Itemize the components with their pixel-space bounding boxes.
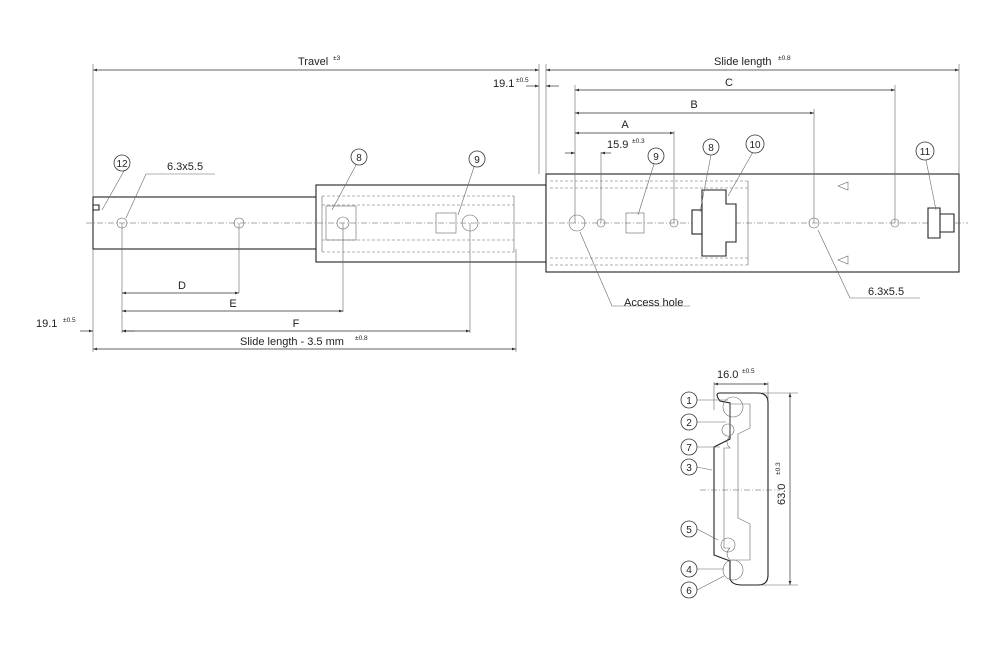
access-hole xyxy=(568,214,586,232)
locking-block-right xyxy=(625,212,645,234)
width-label: 16.0 xyxy=(717,369,738,381)
slide-length-label: Slide length xyxy=(714,56,772,68)
inner-profile xyxy=(723,403,751,561)
part-3: 3 xyxy=(686,463,692,474)
dimension-labels: Travel ±3 Slide length ±0.8 19.1 ±0.5 C … xyxy=(36,55,904,348)
top-dimensions xyxy=(92,64,960,223)
slot-left-label: 6.3x5.5 xyxy=(167,161,203,173)
slide-minus-tol: ±0.8 xyxy=(355,335,368,342)
slide-minus-label: Slide length - 3.5 mm xyxy=(240,336,344,348)
callout-12: 12 xyxy=(116,159,128,170)
leader-lines xyxy=(101,151,937,307)
part-7: 7 xyxy=(686,443,692,454)
dim-b-label: B xyxy=(690,99,697,111)
end-notch xyxy=(92,204,100,211)
height-label: 63.0 xyxy=(776,484,788,505)
access-hole-label: Access hole xyxy=(624,297,683,309)
offset-left-tol: ±0.5 xyxy=(63,317,76,324)
offset-left-label: 19.1 xyxy=(36,318,57,330)
dim-c-label: C xyxy=(725,77,733,89)
dim-d-label: D xyxy=(178,280,186,292)
part-1: 1 xyxy=(686,396,692,407)
slot-right-label: 6.3x5.5 xyxy=(868,286,904,298)
bottom-dimensions xyxy=(80,223,517,352)
callout-12-circle xyxy=(113,154,131,172)
callout-8-right: 8 xyxy=(708,143,714,154)
travel-label: Travel xyxy=(298,56,328,68)
callout-9-right: 9 xyxy=(653,152,659,163)
hole-offset-tol: ±0.3 xyxy=(632,138,645,145)
dim-f-label: F xyxy=(293,318,300,330)
hole-offset-label: 15.9 xyxy=(607,139,628,151)
outer-profile xyxy=(713,392,769,586)
part-5: 5 xyxy=(686,525,692,536)
part-2: 2 xyxy=(686,418,692,429)
height-tol: ±0.3 xyxy=(775,462,782,475)
slide-length-tol: ±0.8 xyxy=(778,55,791,62)
offset-top-tol: ±0.5 xyxy=(516,77,529,84)
travel-tol: ±3 xyxy=(333,55,341,62)
cross-section-view: 16.0 ±0.5 63.0 ±0.3 1 2 7 3 5 4 6 xyxy=(680,368,798,599)
intermediate-member xyxy=(315,184,547,263)
dim-a-label: A xyxy=(621,119,629,131)
callout-10: 10 xyxy=(749,140,761,151)
callout-9-left: 9 xyxy=(474,155,480,166)
bracket-mechanism xyxy=(701,189,737,257)
release-lever-left xyxy=(325,205,357,241)
offset-top-label: 19.1 xyxy=(493,78,514,90)
callout-11: 11 xyxy=(920,147,931,158)
callout-8-left: 8 xyxy=(356,153,362,164)
part-4: 4 xyxy=(686,565,692,576)
locking-block-left xyxy=(435,212,457,234)
end-stop xyxy=(927,207,955,239)
part-6: 6 xyxy=(686,586,692,597)
callouts-side: 12 8 9 9 8 10 11 xyxy=(113,134,935,172)
disconnect-lever xyxy=(691,209,703,235)
dim-e-label: E xyxy=(229,298,236,310)
tabs xyxy=(837,181,849,265)
slide-side-view xyxy=(86,173,968,273)
width-tol: ±0.5 xyxy=(742,368,755,375)
